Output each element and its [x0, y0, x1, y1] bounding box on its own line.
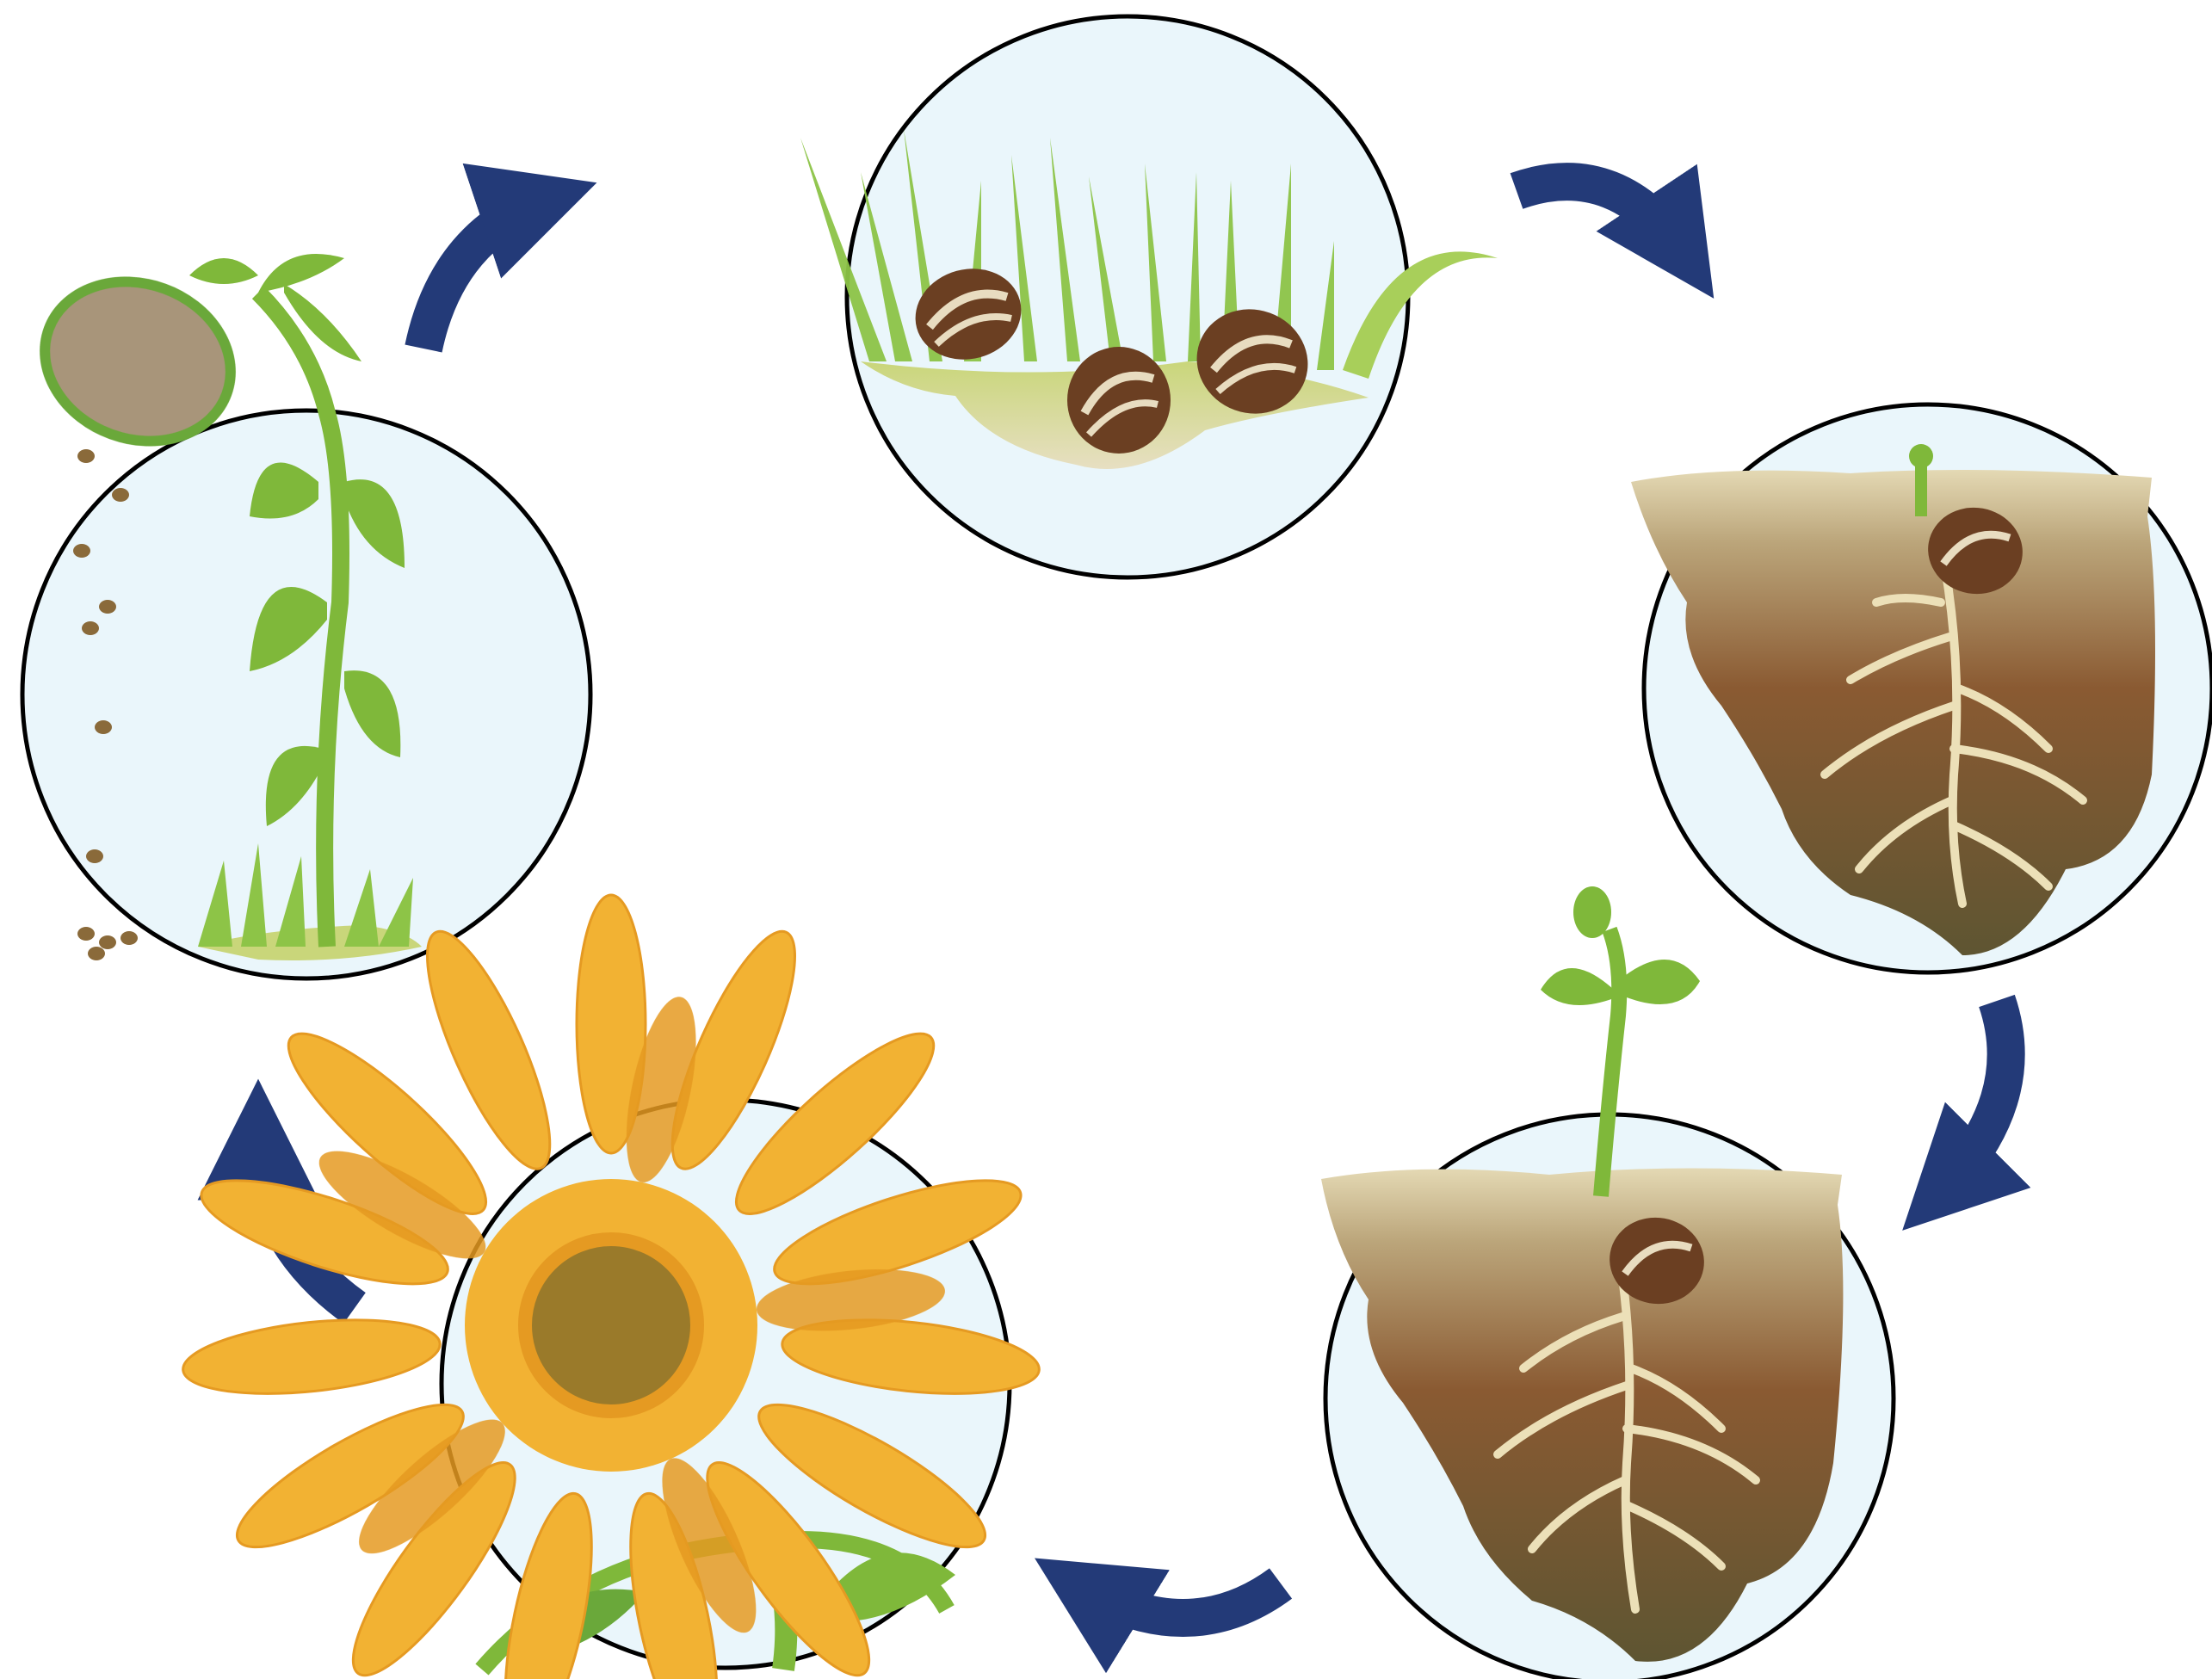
arrow-germination-to-sprout — [1937, 1001, 2006, 1196]
arrow-sprout-to-flowering — [1076, 1583, 1281, 1618]
arrow-seeds-to-germination — [1517, 182, 1687, 258]
sunflower-center — [525, 1239, 697, 1411]
seed-2 — [1067, 347, 1171, 454]
arrow-wilting-to-seeds — [423, 198, 551, 349]
